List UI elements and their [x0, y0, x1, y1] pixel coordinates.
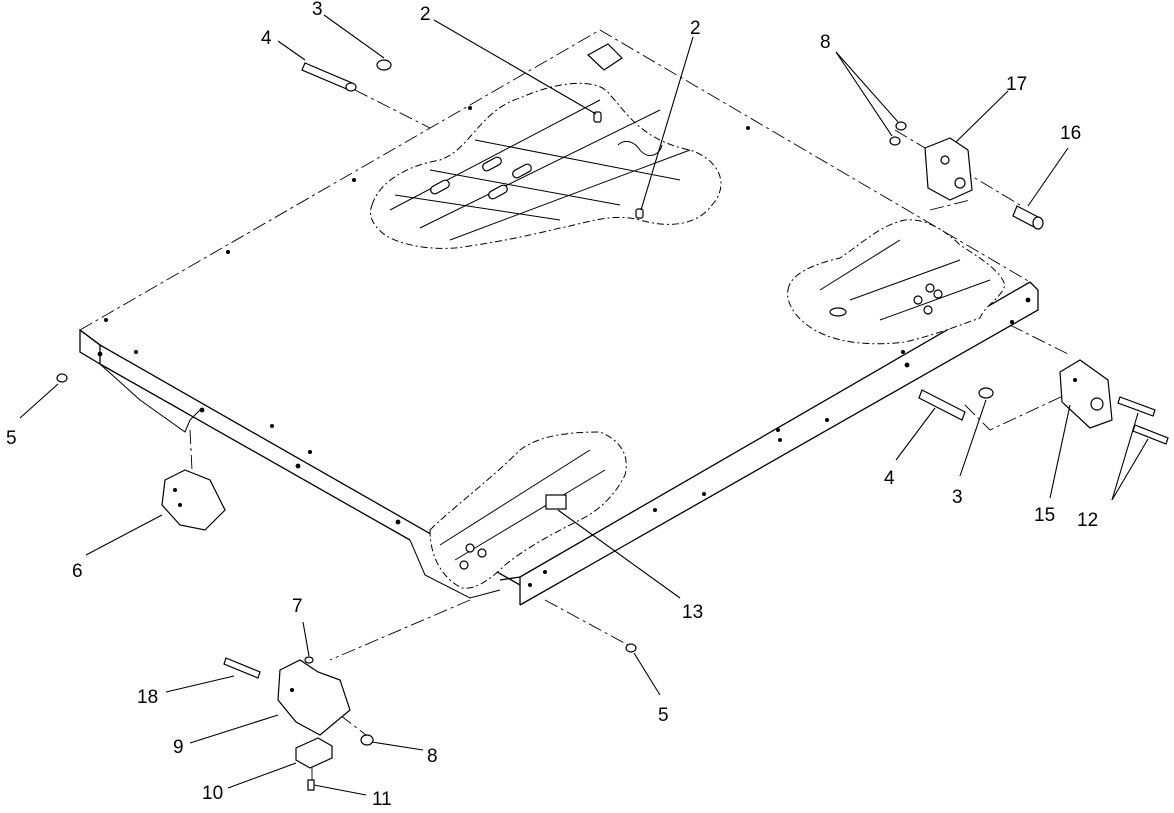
- callout-15: 15: [1034, 505, 1055, 526]
- callout-5: 5: [6, 428, 17, 449]
- callout-8: 8: [820, 32, 831, 53]
- callout-9: 9: [173, 737, 184, 758]
- callout-5: 5: [658, 705, 669, 726]
- leader-lines: [19, 14, 1149, 796]
- callout-18: 18: [137, 687, 158, 708]
- front-cutaway: [429, 431, 627, 589]
- callout-2: 2: [690, 18, 701, 39]
- callout-12: 12: [1077, 510, 1098, 531]
- callout-11: 11: [372, 789, 392, 810]
- main-frame: [79, 29, 1039, 606]
- callout-16: 16: [1060, 123, 1081, 144]
- callout-7: 7: [292, 596, 303, 617]
- callout-2: 2: [420, 4, 431, 25]
- callout-3: 3: [952, 487, 963, 508]
- callout-4: 4: [261, 28, 272, 49]
- callouts: 2 2 3 4 8 17 16 5 6 4 3 15 12 13 7 5 18 …: [6, 0, 1098, 810]
- callout-8: 8: [427, 746, 438, 767]
- right-cutaway: [787, 219, 1006, 345]
- callout-4: 4: [884, 468, 895, 489]
- upper-cutaway: [370, 43, 722, 249]
- callout-10: 10: [202, 783, 223, 804]
- callout-13: 13: [682, 602, 703, 623]
- callout-3: 3: [312, 0, 323, 20]
- loose-parts: [56, 59, 1169, 791]
- callout-17: 17: [1006, 74, 1027, 95]
- callout-6: 6: [72, 561, 83, 582]
